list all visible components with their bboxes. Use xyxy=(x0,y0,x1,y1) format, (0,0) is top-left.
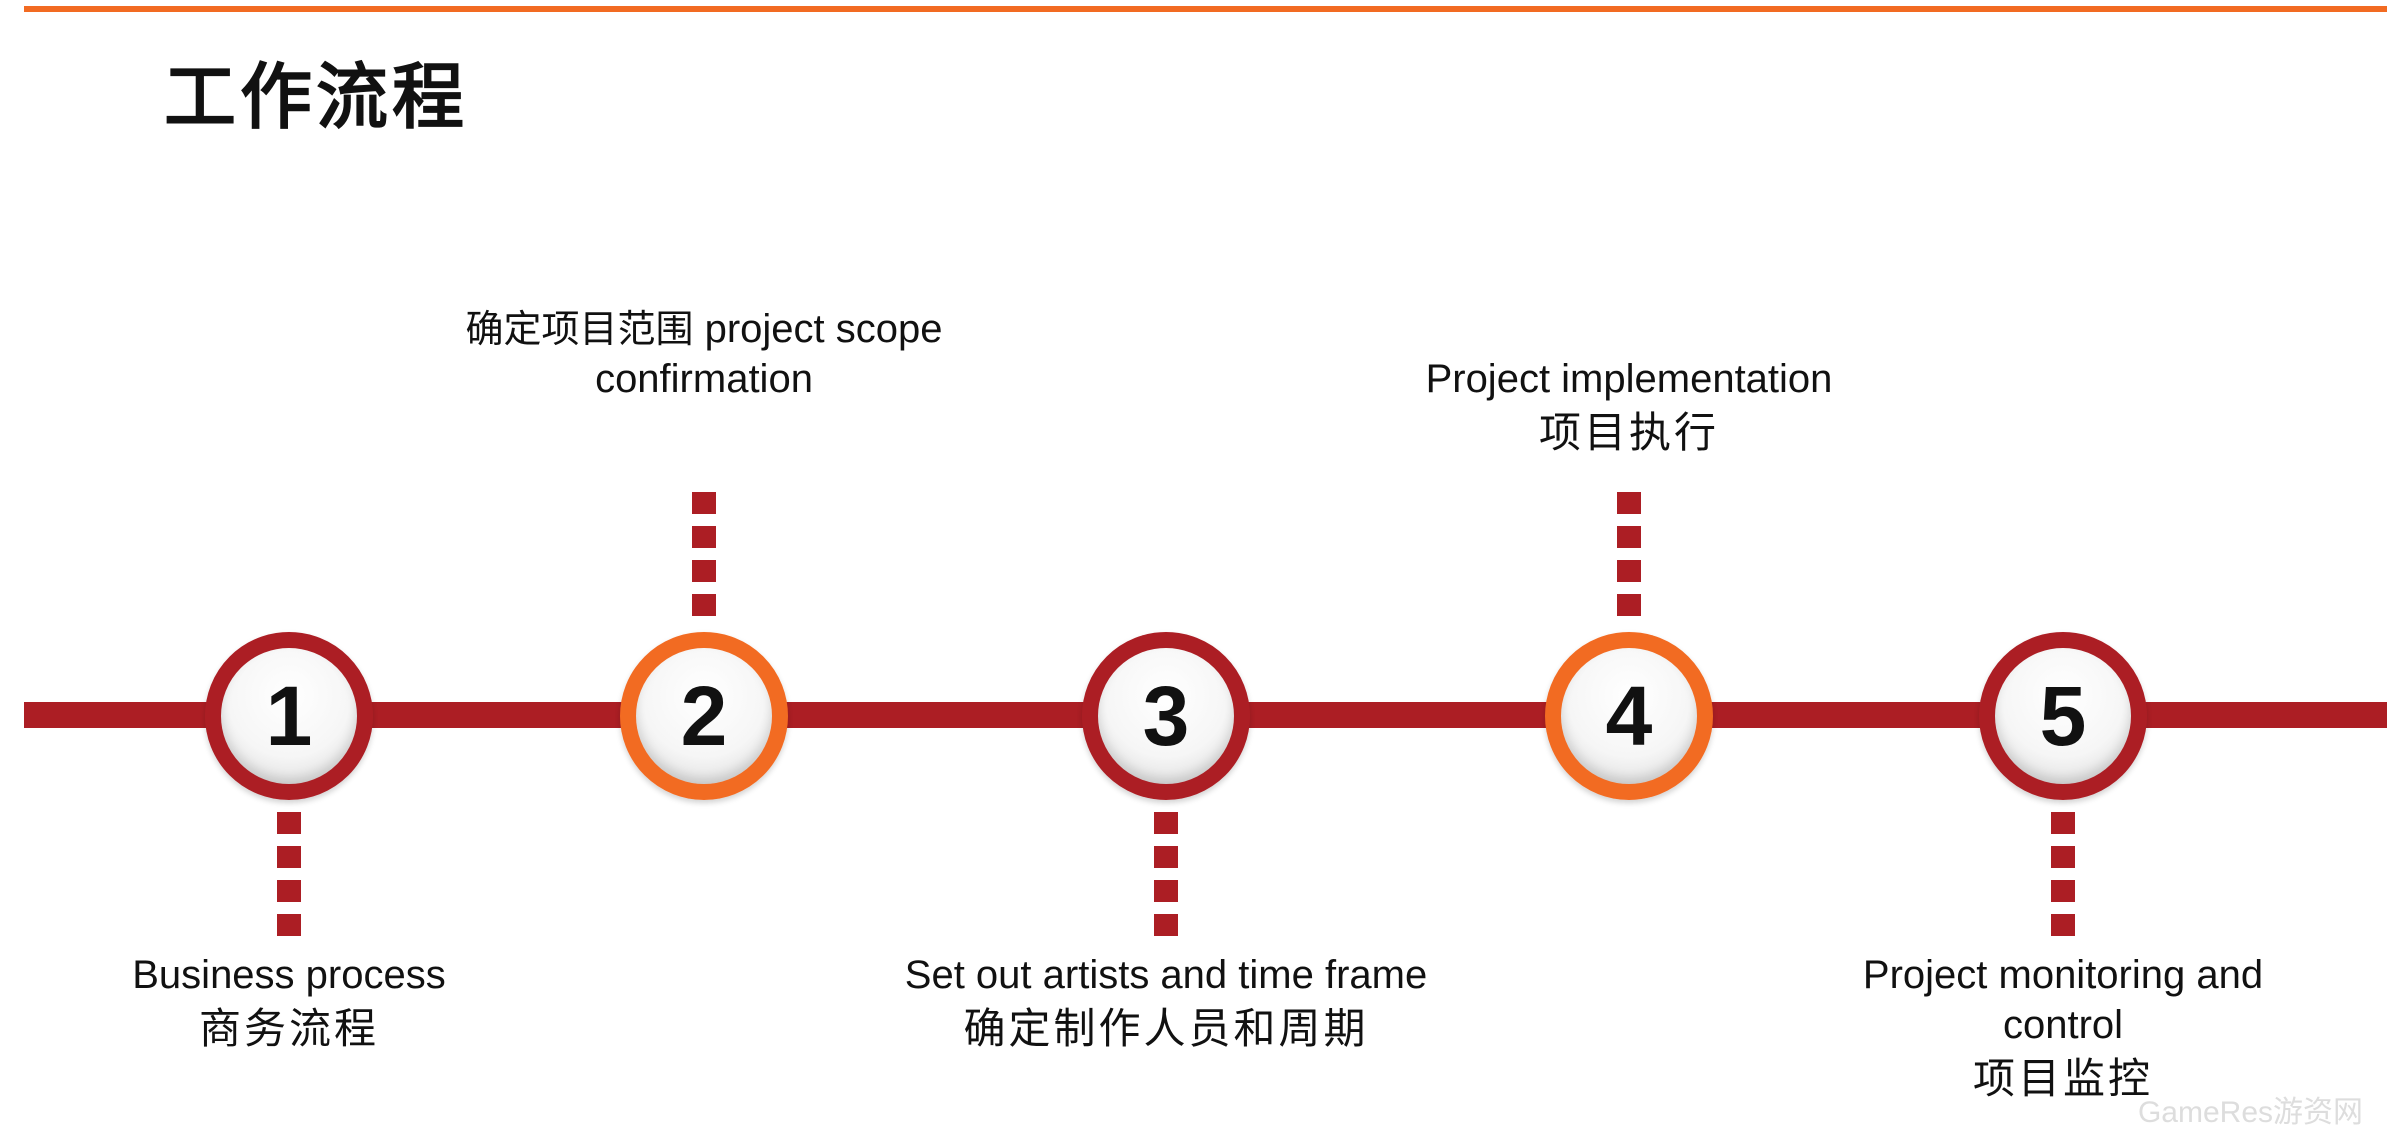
step-5-label-en: Project monitoring and control xyxy=(1862,953,2264,1047)
watermark: GameRes游资网 xyxy=(2137,1096,2363,1129)
connector-step-5 xyxy=(2051,812,2075,942)
step-1-label-cn: 商务流程 xyxy=(198,1004,379,1053)
step-4-circle: 4 xyxy=(1545,632,1713,800)
step-2-number: 2 xyxy=(680,669,728,763)
step-2-circle: 2 xyxy=(620,632,788,800)
connector-step-2 xyxy=(692,492,716,622)
step-5-number: 5 xyxy=(2039,669,2087,763)
step-1-label: Business process 商务流程 xyxy=(89,950,489,1058)
step-4-label: Project implementation 项目执行 xyxy=(1379,354,1879,462)
step-4-number: 4 xyxy=(1605,669,1653,763)
connector-step-1 xyxy=(277,812,301,942)
step-3-circle: 3 xyxy=(1082,632,1250,800)
step-5-label-cn: 项目监控 xyxy=(1972,1054,2153,1103)
connector-step-3 xyxy=(1154,812,1178,942)
step-2-label-cn: 确定项目范围 xyxy=(465,307,694,351)
page-title: 工作流程 xyxy=(164,54,469,139)
step-5-label: Project monitoring and control 项目监控 xyxy=(1833,950,2293,1108)
step-3-label: Set out artists and time frame 确定制作人员和周期 xyxy=(856,950,1476,1058)
step-1-circle: 1 xyxy=(205,632,373,800)
top-accent-rule xyxy=(24,6,2387,12)
step-5-circle: 5 xyxy=(1979,632,2147,800)
step-2-label: 确定项目范围 project scope confirmation xyxy=(434,304,974,404)
step-2-label-en: project scope confirmation xyxy=(595,307,943,401)
connector-step-4 xyxy=(1617,492,1641,622)
step-1-number: 1 xyxy=(265,669,313,763)
step-3-number: 3 xyxy=(1142,669,1190,763)
step-3-label-cn: 确定制作人员和周期 xyxy=(963,1004,1369,1053)
step-1-label-en: Business process xyxy=(132,953,446,997)
step-3-label-en: Set out artists and time frame xyxy=(904,953,1428,997)
step-4-label-en: Project implementation xyxy=(1425,357,1833,401)
step-4-label-cn: 项目执行 xyxy=(1538,408,1719,457)
